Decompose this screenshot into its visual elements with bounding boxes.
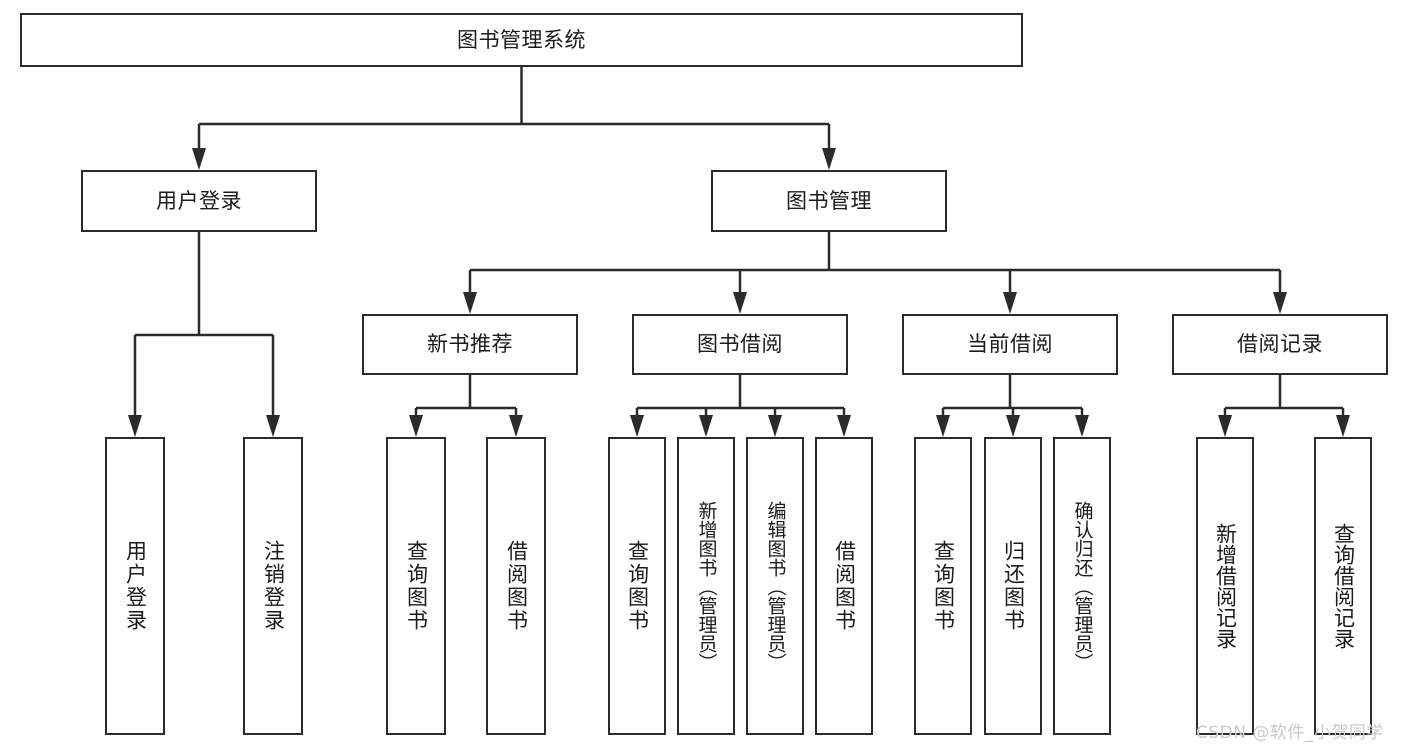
arrow-head-icon	[699, 415, 713, 437]
node-label: 用户登录	[156, 188, 242, 213]
node-leaf-user-login: 用户登录	[105, 437, 165, 735]
node-label: 归还图书	[1001, 540, 1026, 632]
arrow-head-icon	[128, 415, 142, 437]
arrow-head-icon	[630, 415, 644, 437]
node-label: 图书管理系统	[457, 27, 586, 52]
node-label: 用户登录	[123, 540, 148, 632]
node-leaf-cur-query: 查询图书	[914, 437, 972, 735]
arrow-head-icon	[733, 292, 747, 314]
arrow-head-icon	[266, 415, 280, 437]
arrow-head-icon	[1273, 292, 1287, 314]
node-label: 新书推荐	[427, 332, 513, 357]
node-label: 确认归还（管理员）	[1071, 500, 1094, 672]
node-leaf-borrow-edit: 编辑图书（管理员）	[746, 437, 804, 735]
arrow-head-icon	[509, 415, 523, 437]
arrow-head-icon	[768, 415, 782, 437]
node-leaf-cur-confirm: 确认归还（管理员）	[1053, 437, 1111, 735]
node-label: 注销登录	[261, 540, 286, 632]
arrow-head-icon	[1075, 415, 1089, 437]
node-leaf-rec-borrow: 借阅图书	[486, 437, 546, 735]
node-current-borrow: 当前借阅	[902, 314, 1118, 375]
node-label: 新增借阅记录	[1213, 523, 1238, 649]
arrow-head-icon	[837, 415, 851, 437]
arrow-head-icon	[1006, 415, 1020, 437]
node-borrow-record: 借阅记录	[1172, 314, 1388, 375]
node-root: 图书管理系统	[20, 13, 1023, 67]
arrow-head-icon	[1218, 415, 1232, 437]
node-label: 借阅图书	[504, 540, 529, 632]
arrow-head-icon	[936, 415, 950, 437]
node-leaf-rec-query: 查询图书	[386, 437, 446, 735]
node-label: 图书管理	[786, 188, 872, 213]
node-label: 借阅图书	[832, 540, 857, 632]
node-label: 新增图书（管理员）	[695, 500, 718, 672]
arrow-head-icon	[192, 148, 206, 170]
node-leaf-rec-search: 查询借阅记录	[1314, 437, 1372, 735]
arrow-head-icon	[1336, 415, 1350, 437]
node-label: 当前借阅	[967, 332, 1053, 357]
node-label: 查询图书	[625, 540, 650, 632]
node-book-borrow: 图书借阅	[632, 314, 848, 375]
node-label: 查询图书	[404, 540, 429, 632]
node-label: 编辑图书（管理员）	[764, 500, 787, 672]
arrow-head-icon	[822, 148, 836, 170]
arrow-head-icon	[1003, 292, 1017, 314]
node-label: 查询借阅记录	[1331, 523, 1356, 649]
node-label: 查询图书	[931, 540, 956, 632]
node-leaf-user-logout: 注销登录	[243, 437, 303, 735]
node-leaf-borrow-add: 新增图书（管理员）	[677, 437, 735, 735]
node-book-manage: 图书管理	[711, 170, 947, 232]
node-new-book-rec: 新书推荐	[362, 314, 578, 375]
node-label: 图书借阅	[697, 332, 783, 357]
node-leaf-cur-return: 归还图书	[984, 437, 1042, 735]
node-label: 借阅记录	[1237, 332, 1323, 357]
arrow-head-icon	[463, 292, 477, 314]
node-user-login: 用户登录	[81, 170, 317, 232]
node-leaf-rec-add: 新增借阅记录	[1196, 437, 1254, 735]
node-leaf-borrow-query: 查询图书	[608, 437, 666, 735]
arrow-head-icon	[409, 415, 423, 437]
node-leaf-borrow-lend: 借阅图书	[815, 437, 873, 735]
